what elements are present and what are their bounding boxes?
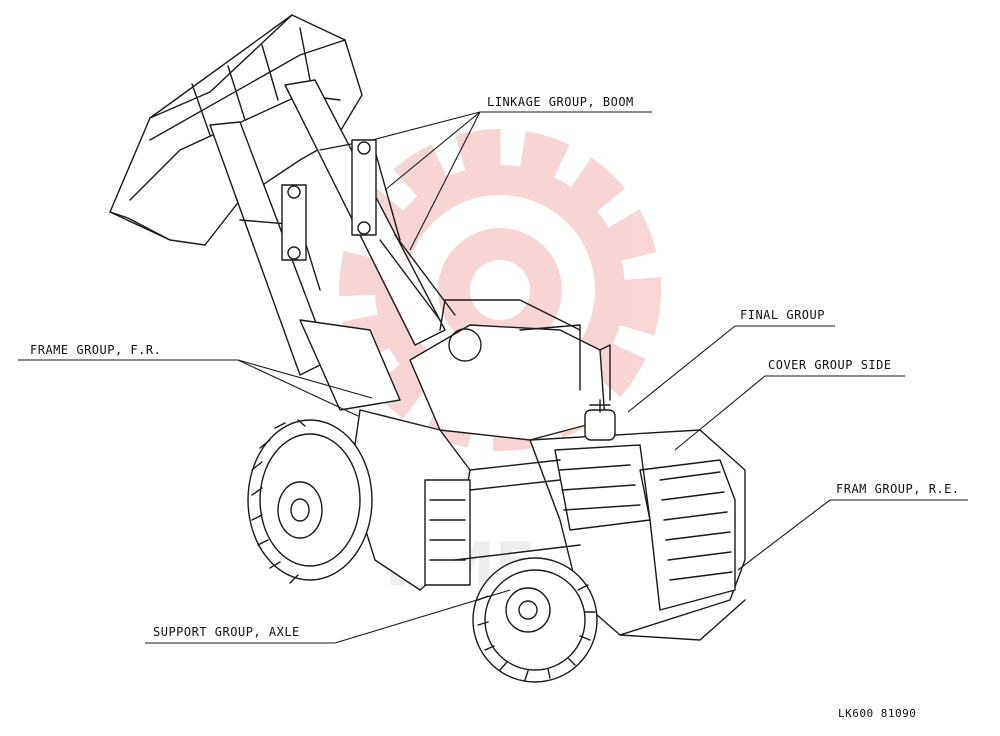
leader-linkage-2 [384, 111, 481, 191]
leader-final [627, 325, 736, 413]
leader-linkage-1 [371, 111, 481, 141]
leader-lines [18, 111, 968, 644]
front-right-wheel [472, 557, 598, 683]
callout-support-group-axle: SUPPORT GROUP, AXLE [153, 625, 300, 639]
callout-frame-group-fr: FRAME GROUP, F.R. [30, 343, 162, 357]
front-left-wheel [247, 419, 373, 584]
front-frame [349, 409, 581, 591]
callout-final-group: FINAL GROUP [740, 308, 825, 322]
leader-linkage-3 [409, 111, 481, 251]
loader-linework [109, 14, 746, 683]
boom-arms [209, 79, 456, 411]
leader-fram [737, 499, 831, 571]
leader-cover [674, 375, 766, 451]
callout-fram-group-re: FRAM GROUP, R.E. [836, 482, 960, 496]
callout-linkage-group-boom: LINKAGE GROUP, BOOM [487, 95, 634, 109]
cab-body [409, 299, 611, 441]
drawing-code: LK600 81090 [838, 707, 917, 720]
leader-support [334, 589, 511, 644]
leader-frame-1 [237, 359, 359, 417]
callout-cover-group-side: COVER GROUP SIDE [768, 358, 892, 372]
leader-frame-2 [237, 359, 373, 399]
